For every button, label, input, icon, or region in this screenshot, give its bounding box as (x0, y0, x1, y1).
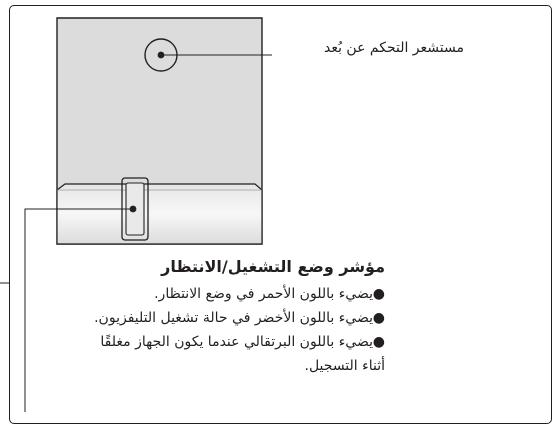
list-item-continuation: أثناء التسجيل. (25, 354, 386, 378)
bullet-icon: ● (372, 334, 385, 350)
remote-sensor-label: مستشعر التحكم عن بُعد (323, 40, 464, 56)
tv-panel (56, 17, 263, 245)
list-item: ● يضيء باللون الأحمر في وضع الانتظار. (25, 282, 385, 306)
list-item: ● يضيء باللون البرتقالي عندما يكون الجها… (25, 330, 385, 354)
list-item-text: يضيء باللون الأحمر في وضع الانتظار. (154, 286, 373, 302)
list-item-text: يضيء باللون البرتقالي عندما يكون الجهاز … (100, 334, 373, 350)
standby-indicator-description: مؤشر وضع التشغيل/الانتظار ● يضيء باللون … (25, 257, 385, 378)
list-item: ● يضيء باللون الأخضر في حالة تشغيل التلي… (25, 306, 385, 330)
indicator-bullet-list: ● يضيء باللون الأحمر في وضع الانتظار. ● … (25, 282, 385, 378)
standby-indicator-title: مؤشر وضع التشغيل/الانتظار (161, 257, 385, 276)
bullet-icon: ● (372, 310, 385, 326)
list-item-text: يضيء باللون الأخضر في حالة تشغيل التليفز… (94, 310, 373, 326)
list-item-text: أثناء التسجيل. (304, 358, 386, 374)
diagram-frame (9, 5, 552, 424)
bullet-icon: ● (372, 286, 385, 302)
standby-indicator-leader-line (24, 208, 133, 412)
